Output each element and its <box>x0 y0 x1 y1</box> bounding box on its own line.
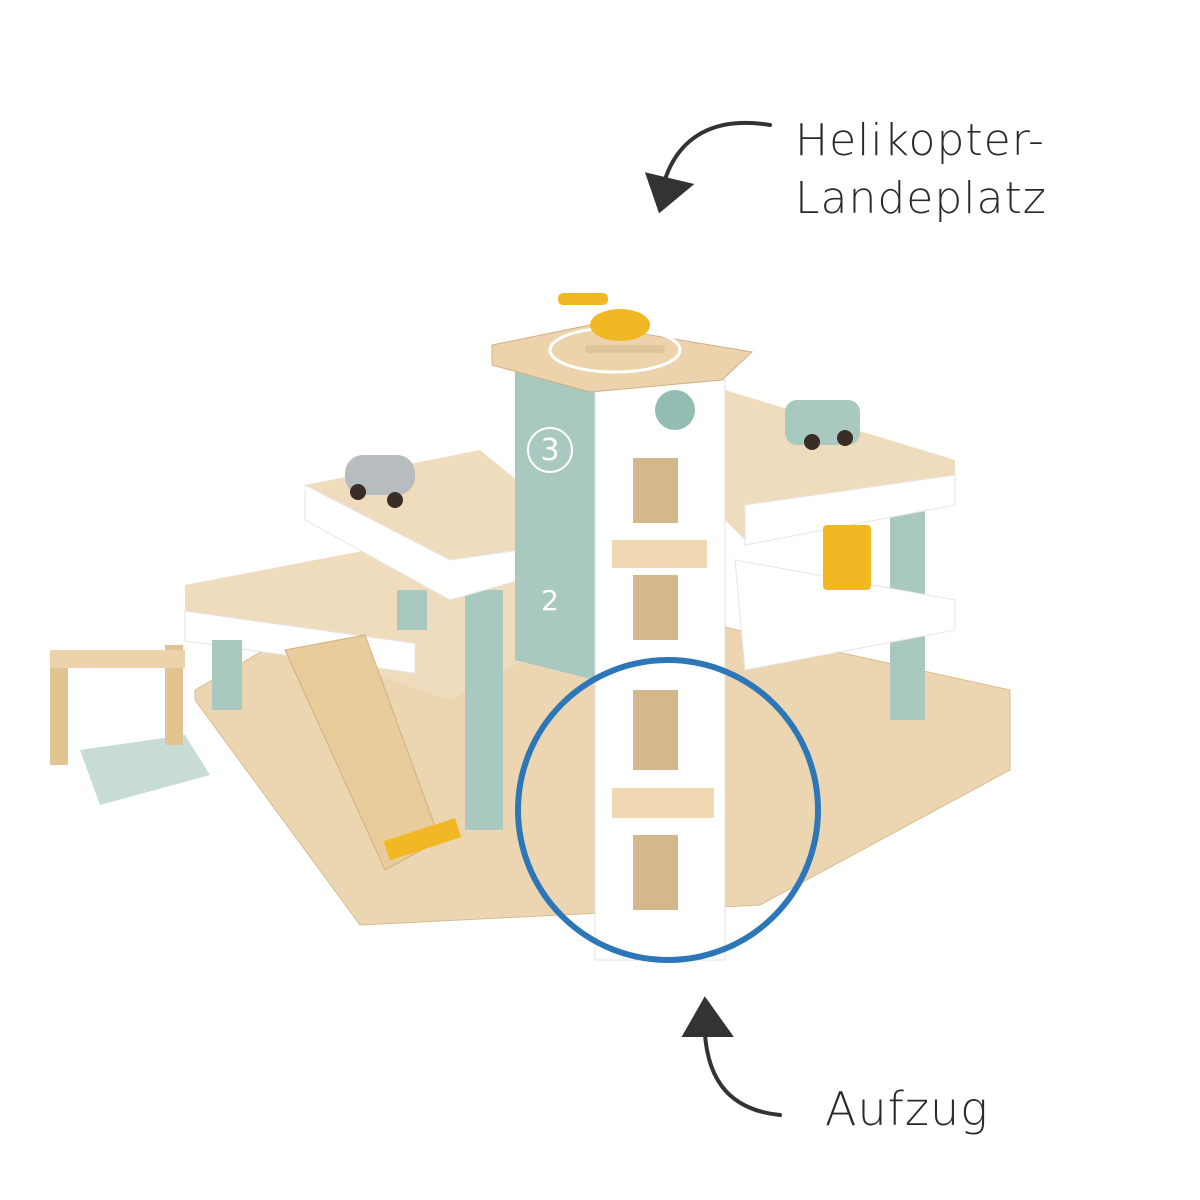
toy-fuel-pump <box>823 525 871 590</box>
arrow-to-helipad-icon <box>644 120 772 214</box>
pinolino-plaque <box>612 788 714 818</box>
pinolino-plaque <box>612 540 707 568</box>
pillar <box>212 640 242 710</box>
floor-number-2: 2 <box>541 584 559 617</box>
elevator-annotation: Aufzug <box>825 1082 989 1136</box>
toy-car-wash <box>50 645 210 805</box>
tower-side <box>515 365 595 680</box>
helipad-annotation-line2: Landeplatz <box>795 173 1047 224</box>
toy-barrier <box>383 818 462 861</box>
pillar <box>397 590 427 630</box>
helipad-annotation: Helikopter- Landeplatz <box>795 112 1047 228</box>
toy-car-grey <box>345 455 415 508</box>
toy-car-mint <box>785 400 860 450</box>
pillar <box>465 590 503 830</box>
floor-number-3: 3 <box>540 433 559 468</box>
elevator-highlight-circle <box>515 657 821 963</box>
helipad-annotation-line1: Helikopter- <box>795 115 1045 166</box>
arrow-to-elevator-icon <box>681 996 782 1117</box>
toy-helicopter <box>558 293 665 353</box>
elevator-crank <box>655 390 695 430</box>
